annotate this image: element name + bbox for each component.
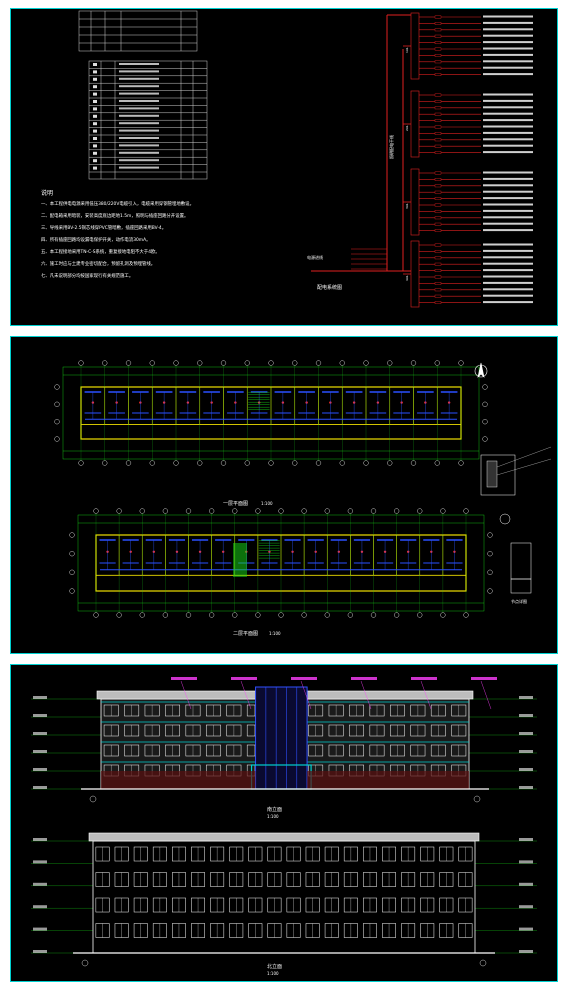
detail-drawings: 节点详图: [480, 446, 552, 604]
note-line: 三、导线采用BV-2.5铜芯线穿PVC管暗敷，插座回路采用BV-4。: [41, 224, 166, 231]
legend-table: [88, 60, 208, 180]
electrical-notes-sheet: 说明 一、本工程供电电源采用低压380/220V电缆引入，电缆采用穿钢管埋地敷设…: [10, 8, 558, 326]
floor-plan-sheet: 一层平面图 1:100 二层平面图 1:100 节点详图: [10, 336, 558, 654]
elevation-drawing: 南立面 1:100 北立面 1:100: [31, 677, 537, 976]
panel-label: 3AL: [405, 203, 409, 209]
equipment-table-top: [78, 10, 198, 52]
distribution-panel: 4AL: [403, 240, 533, 308]
panel-label: 1AL: [405, 47, 409, 53]
distribution-panel: 2AL: [403, 90, 533, 158]
south-elevation: [31, 677, 537, 803]
north-elevation: [31, 832, 537, 967]
elev2-scale: 1:100: [267, 971, 279, 976]
floor-plan-drawing: 一层平面图 1:100 二层平面图 1:100 节点详图: [54, 360, 552, 637]
notes-heading: 说明: [41, 189, 53, 197]
note-line: 六、施工时应与土建专业密切配合，预留孔洞及预埋管线。: [41, 260, 155, 267]
notes-list: 一、本工程供电电源采用低压380/220V电缆引入，电缆采用穿钢管埋地敷设。二、…: [41, 200, 194, 279]
elev1-title: 南立面: [267, 806, 282, 813]
notes-sheet-drawing: 说明 一、本工程供电电源采用低压380/220V电缆引入，电缆采用穿钢管埋地敷设…: [41, 10, 533, 308]
note-line: 四、所有插座回路均设漏电保护开关，动作电流30mA。: [41, 236, 150, 243]
riser-bus-label: 照明配电干线: [388, 135, 394, 159]
distribution-panel: 1AL: [403, 12, 533, 80]
detail-label: 节点详图: [511, 598, 527, 604]
note-line: 七、凡未说明部分均按国家现行有关规范施工。: [41, 272, 133, 279]
note-line: 一、本工程供电电源采用低压380/220V电缆引入，电缆采用穿钢管埋地敷设。: [41, 200, 194, 207]
panel-label: 2AL: [405, 125, 409, 131]
note-line: 五、本工程接地采用TN-C-S系统，重复接地电阻不大于4欧。: [41, 248, 160, 255]
elev1-scale: 1:100: [267, 814, 279, 819]
panel-label: 4AL: [405, 275, 409, 281]
note-line: 二、配电箱采用暗装，安装高度底边距地1.5m，照明与插座回路分开设置。: [41, 212, 188, 219]
elevation-sheet: 南立面 1:100 北立面 1:100: [10, 664, 558, 982]
plan2-scale: 1:100: [269, 631, 281, 636]
riser-diagram: 电源进线 配电系统图 照明配电干线 1AL 2AL 3AL 4AL: [307, 12, 533, 308]
riser-title: 配电系统图: [317, 284, 342, 291]
plan2-title: 二层平面图: [233, 631, 258, 637]
plan1-title: 一层平面图: [223, 501, 248, 507]
distribution-panel: 3AL: [403, 168, 533, 236]
plan1-scale: 1:100: [261, 501, 273, 506]
riser-input-label: 电源进线: [307, 254, 323, 260]
second-floor-plan: [69, 508, 493, 618]
first-floor-plan: [54, 360, 488, 466]
elev2-title: 北立面: [267, 963, 282, 970]
north-arrow: [474, 362, 488, 378]
